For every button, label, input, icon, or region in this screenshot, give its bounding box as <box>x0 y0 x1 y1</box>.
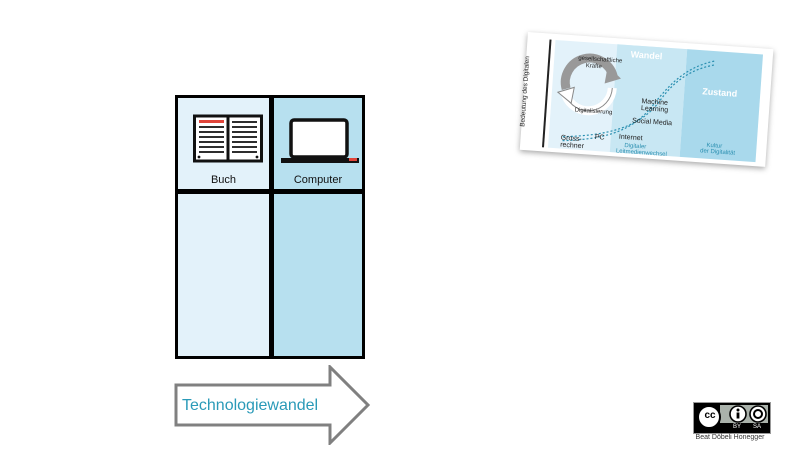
cell-lower-right <box>274 194 362 356</box>
cc-letters: cc <box>704 410 716 421</box>
cc-sa-label: SA <box>753 424 762 430</box>
cell-computer: Computer <box>274 98 362 189</box>
diagram-thumbnail: Bedeutung des Digitalen Wandel Zustand g… <box>519 32 774 167</box>
cc-by-sa-icon <box>694 403 770 433</box>
column-label-buch: Buch <box>210 174 237 186</box>
thumb-tech-6: rechner <box>559 141 585 151</box>
thumb-curve <box>562 60 715 142</box>
thumb-tech-4: PC <box>594 133 605 142</box>
cell-lower-left <box>178 194 269 356</box>
cycle-arrows-icon <box>556 53 621 116</box>
thumb-y-axis-label: Bedeutung des Digitalen <box>519 55 532 128</box>
license-credit: Beat Döbeli Honegger <box>695 434 765 441</box>
laptop-icon <box>281 118 359 163</box>
arrow-label: Technologiewandel <box>182 397 319 414</box>
technology-grid: Buch Computer <box>175 95 365 359</box>
cc-by-label: BY <box>733 424 742 430</box>
cc-license-badge: cc BY SA <box>693 402 771 434</box>
book-icon <box>193 114 263 163</box>
cell-buch: Buch <box>178 98 269 189</box>
column-label-computer: Computer <box>293 174 343 186</box>
arrow-right-icon <box>174 365 371 445</box>
